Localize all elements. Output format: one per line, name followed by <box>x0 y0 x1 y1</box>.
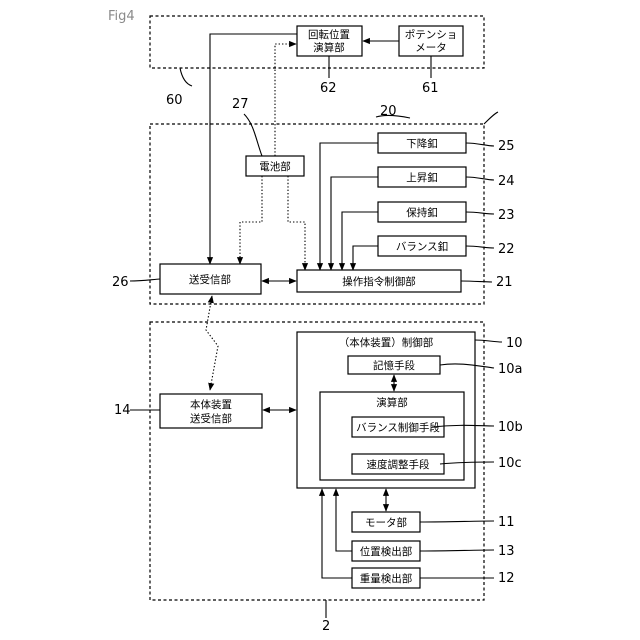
ref-11: 11 <box>498 515 515 530</box>
potentiometer-label-2: メータ <box>415 42 447 54</box>
calc-label: 演算部 <box>376 396 408 409</box>
ref-25: 25 <box>498 139 515 154</box>
position-to-control-line <box>336 489 352 551</box>
ref-61: 61 <box>422 81 439 96</box>
wireless-link <box>206 296 218 390</box>
weight-detect-label: 重量検出部 <box>360 572 413 585</box>
ref-62: 62 <box>320 81 337 96</box>
memory-label: 記憶手段 <box>373 359 415 372</box>
ref-10c: 10c <box>498 456 522 471</box>
lower-to-control-line <box>320 143 378 270</box>
potentiometer-label-1: ポテンショ <box>405 29 458 41</box>
ref-13: 13 <box>498 544 515 559</box>
main-control-label: （本体装置）制御部 <box>339 336 434 349</box>
ref-10a: 10a <box>498 362 523 377</box>
rotation-calc-label-1: 回転位置 <box>308 28 350 41</box>
ref-12: 12 <box>498 571 515 586</box>
main-transceiver-label-1: 本体装置 <box>190 398 232 411</box>
ref-22: 22 <box>498 242 515 257</box>
ref-10: 10 <box>506 336 523 351</box>
ref-23: 23 <box>498 208 515 223</box>
ref-20: 20 <box>380 104 397 119</box>
battery-to-operation-supply <box>288 176 305 270</box>
motor-label: モータ部 <box>365 516 407 529</box>
balance-button-label: バランス釦 <box>396 240 448 253</box>
speed-adjust-label: 速度調整手段 <box>367 458 430 471</box>
ref-14: 14 <box>114 403 131 418</box>
balance-to-control-line <box>353 246 378 270</box>
raise-button-label: 上昇釦 <box>406 171 438 184</box>
ref-26: 26 <box>112 275 129 290</box>
lower-button-label: 下降釦 <box>406 137 438 150</box>
raise-to-control-line <box>331 177 378 270</box>
ref-10b: 10b <box>498 420 523 435</box>
battery-to-rotation-supply <box>275 44 296 156</box>
ref-27: 27 <box>232 97 249 112</box>
figure-label: Fig4 <box>108 9 135 24</box>
ref-21: 21 <box>496 275 513 290</box>
operation-control-label: 操作指令制御部 <box>342 275 416 288</box>
hold-button-label: 保持釦 <box>406 206 438 219</box>
battery-label: 電池部 <box>259 160 291 173</box>
rotation-calc-label-2: 演算部 <box>313 41 345 54</box>
weight-to-control-line <box>322 489 352 578</box>
position-detect-label: 位置検出部 <box>360 545 413 558</box>
hold-to-control-line <box>342 212 378 270</box>
transceiver-label: 送受信部 <box>189 273 231 286</box>
balance-control-label: バランス制御手段 <box>356 421 440 434</box>
ref-2: 2 <box>322 619 330 634</box>
ref-60: 60 <box>166 93 183 108</box>
battery-to-transceiver-supply <box>240 176 262 264</box>
main-transceiver-label-2: 送受信部 <box>190 412 232 425</box>
ref-24: 24 <box>498 174 515 189</box>
